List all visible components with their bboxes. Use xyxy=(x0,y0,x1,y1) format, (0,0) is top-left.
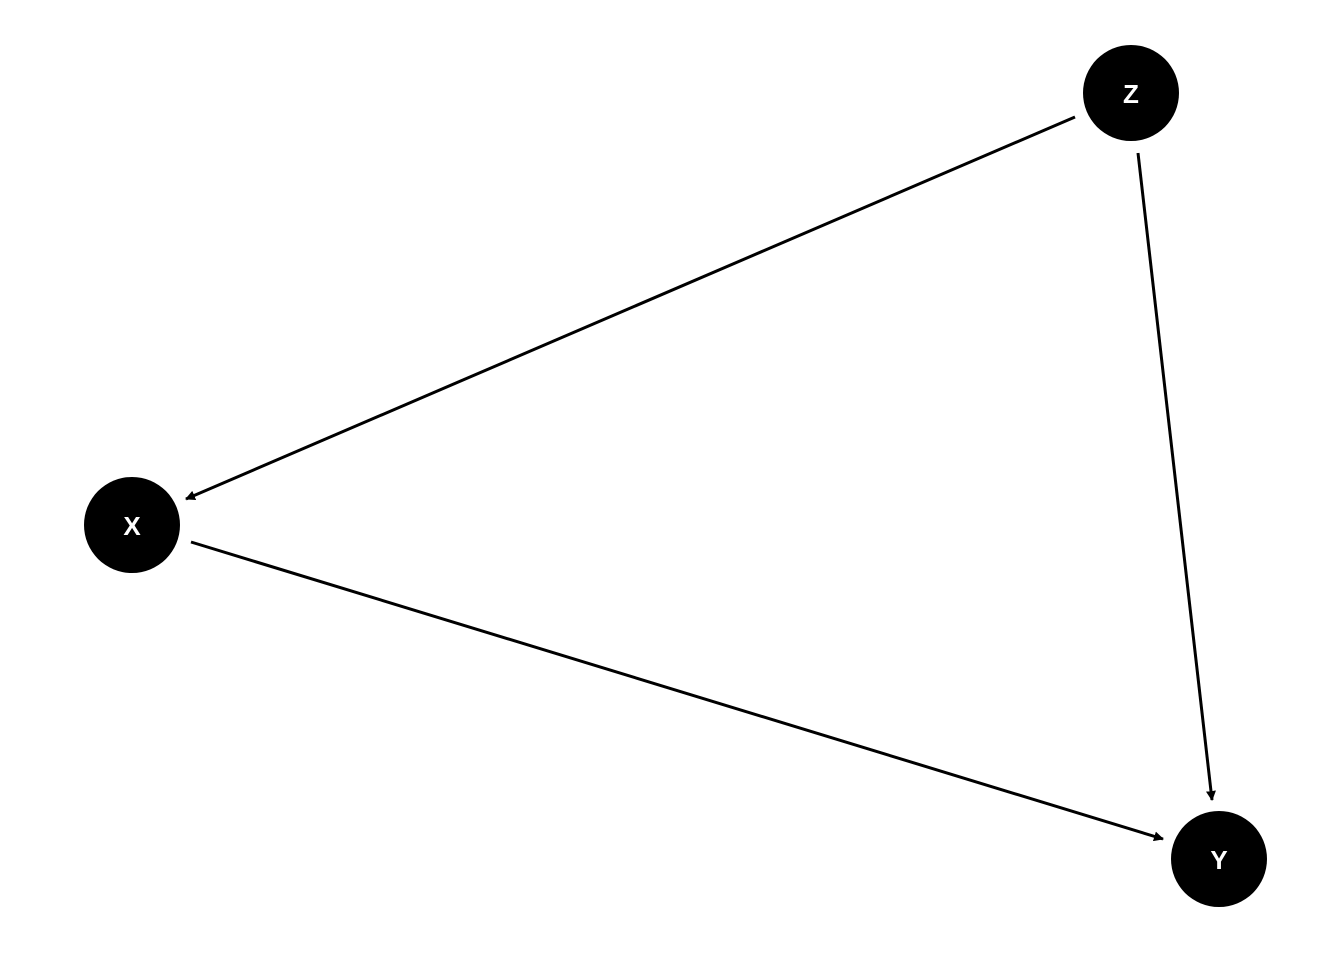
node-z: Z xyxy=(1083,45,1179,141)
node-y: Y xyxy=(1171,811,1267,907)
node-z-circle xyxy=(1083,45,1179,141)
node-z-label: Z xyxy=(1123,79,1139,109)
edge-x-to-y xyxy=(190,540,1164,842)
node-x-circle xyxy=(84,477,180,573)
edge-z-to-y xyxy=(1136,152,1216,801)
node-x: X xyxy=(84,477,180,573)
node-y-circle xyxy=(1171,811,1267,907)
edge-z-to-x xyxy=(185,115,1076,501)
node-y-label: Y xyxy=(1210,845,1227,875)
node-x-label: X xyxy=(123,511,141,541)
